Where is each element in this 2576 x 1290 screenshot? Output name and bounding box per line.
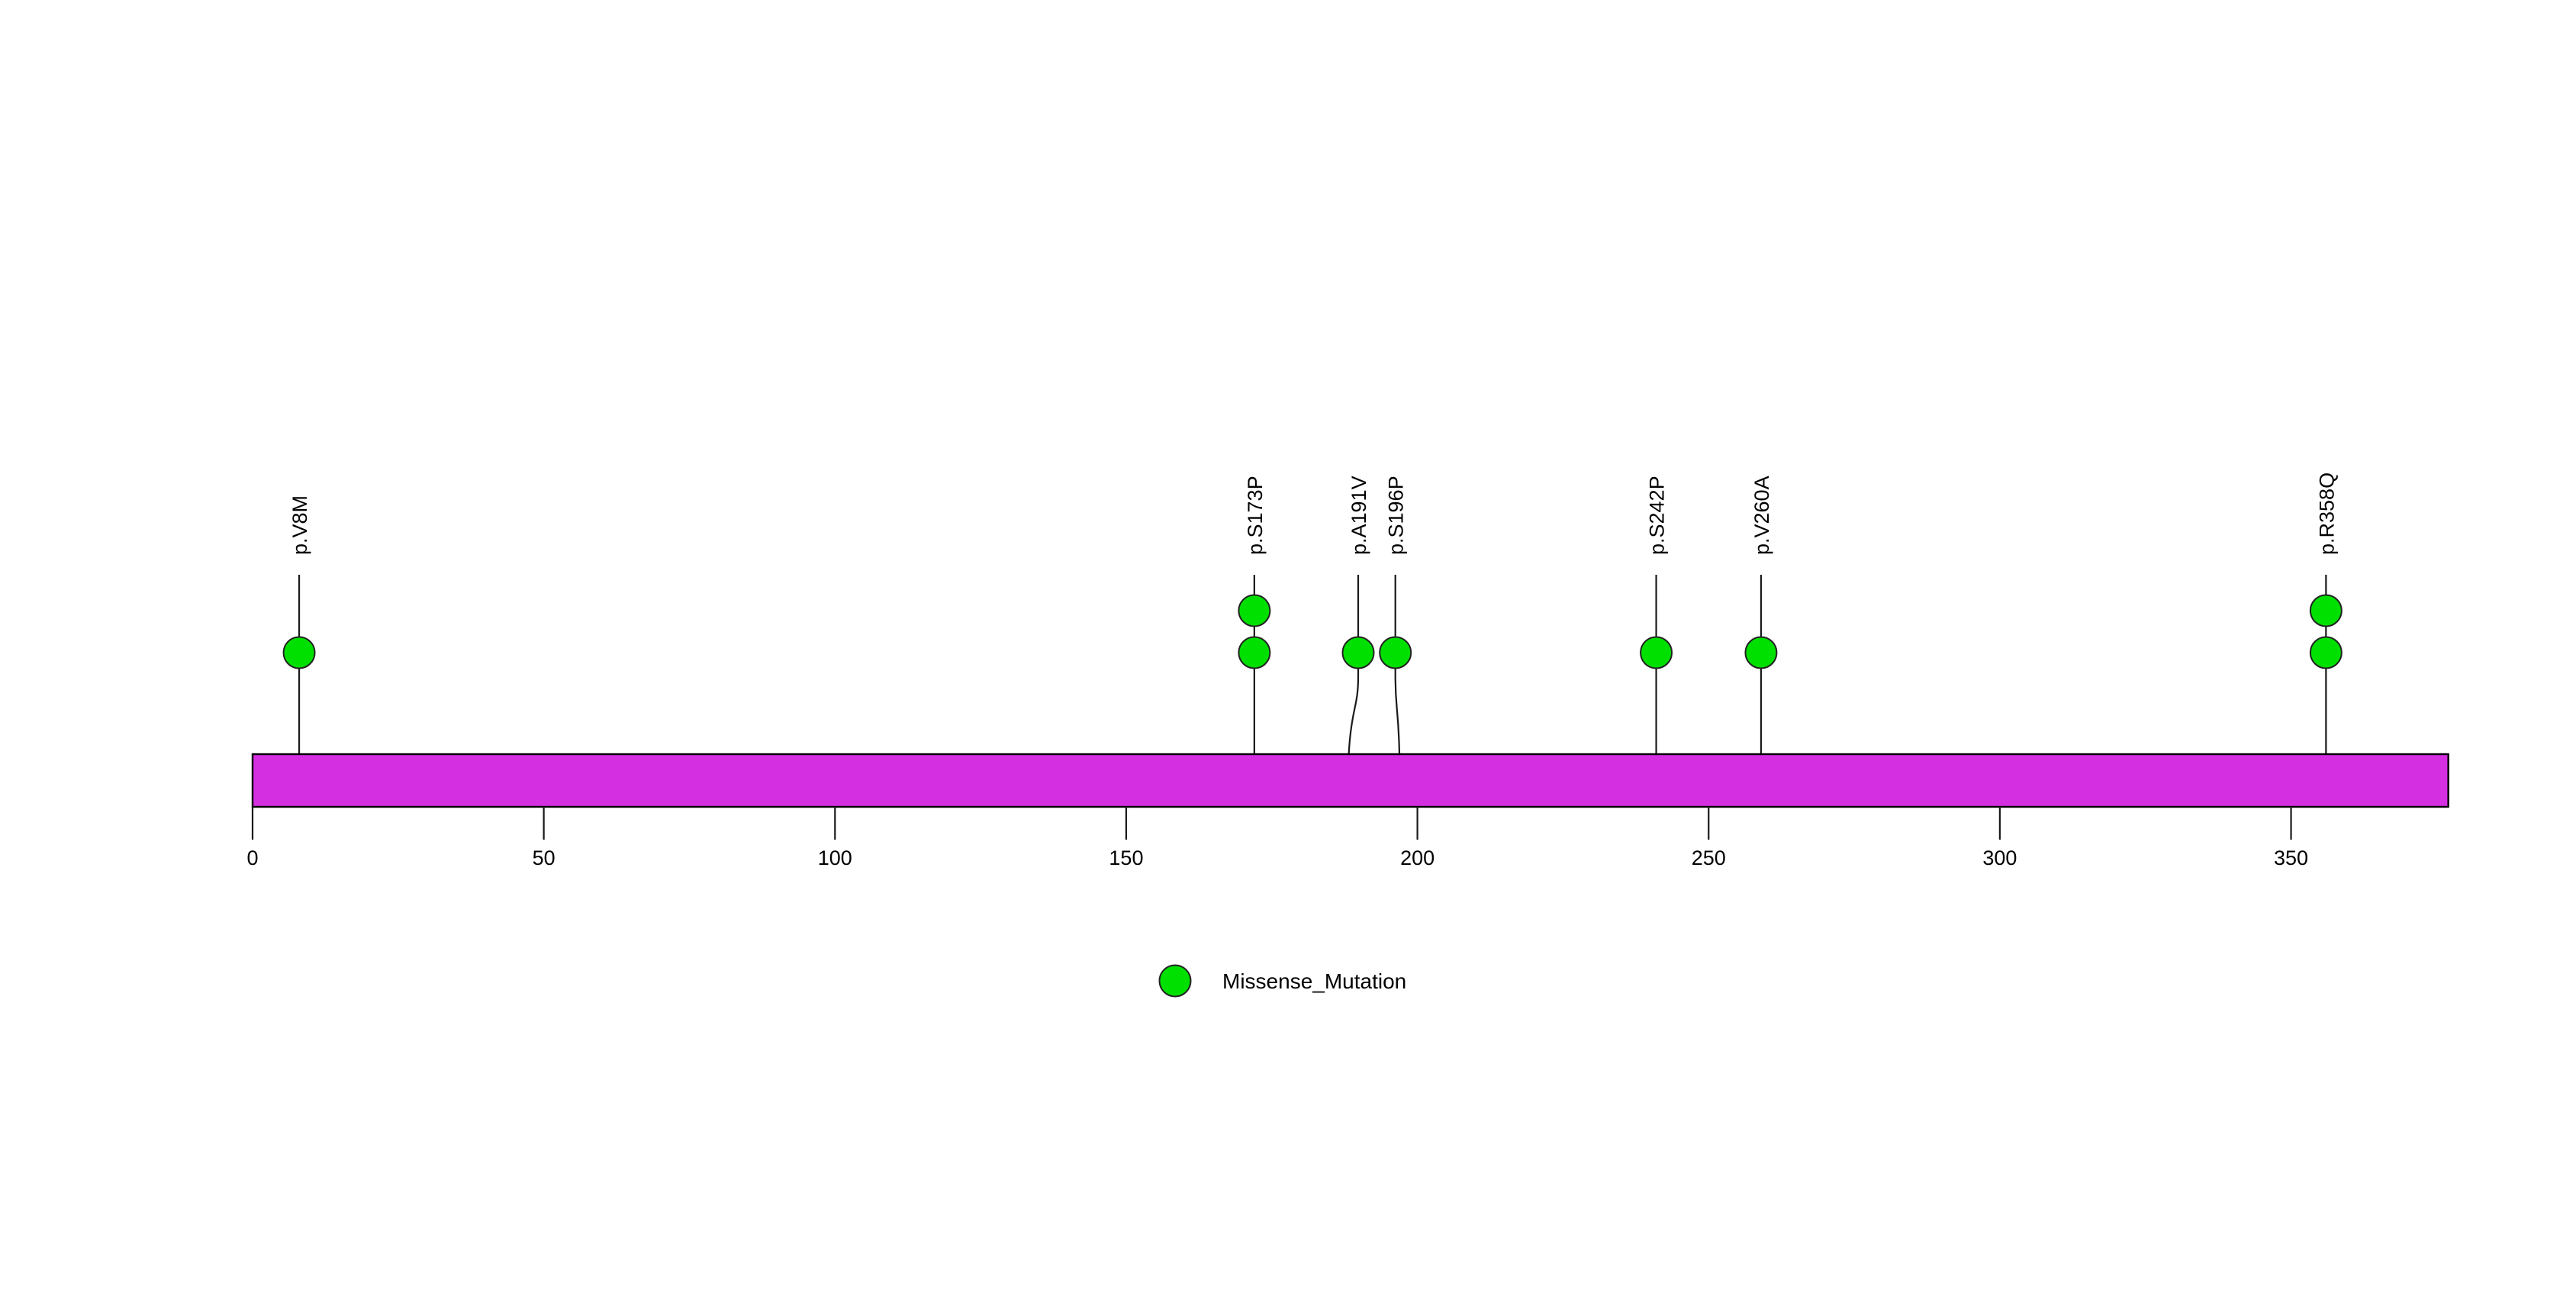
axis-tick-label-300: 300	[1982, 847, 2017, 869]
axis-tick-label-250: 250	[1692, 847, 1726, 869]
mutation-dot-pV260A[interactable]	[1744, 636, 1778, 669]
mutation-label-pS242P[interactable]: p.S242P	[1646, 476, 1669, 555]
mutation-dot-pS242P[interactable]	[1640, 636, 1673, 669]
mutation-dot-pS196P[interactable]	[1379, 636, 1412, 669]
mutation-dot-pR358Q[interactable]	[2309, 594, 2343, 627]
axis-tick-label-350: 350	[2274, 847, 2308, 869]
mutation-dot-pS173P[interactable]	[1238, 594, 1271, 627]
mutation-dot-pR358Q[interactable]	[2309, 636, 2343, 669]
x-axis-layer: 0 50 100 150 200 250 300 350	[246, 807, 2308, 869]
legend-layer: Missense_Mutation	[1158, 964, 1406, 998]
protein-track-layer	[251, 753, 2449, 808]
legend-marker-0[interactable]	[1158, 964, 1192, 998]
axis-tick-label-0: 0	[246, 847, 258, 869]
legend-label-0: Missense_Mutation	[1222, 969, 1406, 993]
protein-track-bar[interactable]	[251, 753, 2449, 808]
mutation-dot-pS173P[interactable]	[1238, 636, 1271, 669]
mutation-label-pR358Q[interactable]: p.R358Q	[2315, 472, 2338, 555]
axis-tick-label-150: 150	[1109, 847, 1143, 869]
mutation-dots-layer	[282, 594, 2343, 669]
mutation-label-pS196P[interactable]: p.S196P	[1385, 476, 1408, 555]
mutation-label-pS173P[interactable]: p.S173P	[1244, 476, 1267, 555]
mutation-label-pA191V[interactable]: p.A191V	[1348, 476, 1370, 555]
axis-tick-label-100: 100	[818, 847, 852, 869]
mutation-dot-pA191V[interactable]	[1341, 636, 1375, 669]
axis-tick-label-50: 50	[533, 847, 555, 869]
mutation-label-pV8M[interactable]: p.V8M	[288, 495, 311, 555]
mutation-label-pV260A[interactable]: p.V260A	[1750, 476, 1773, 555]
mutation-dot-pV8M[interactable]	[282, 636, 316, 669]
mutation-labels-layer: p.V8M p.S173P p.A191V p.S196P p.S242P p.V260A…	[288, 472, 2338, 555]
axis-tick-label-200: 200	[1400, 847, 1435, 869]
